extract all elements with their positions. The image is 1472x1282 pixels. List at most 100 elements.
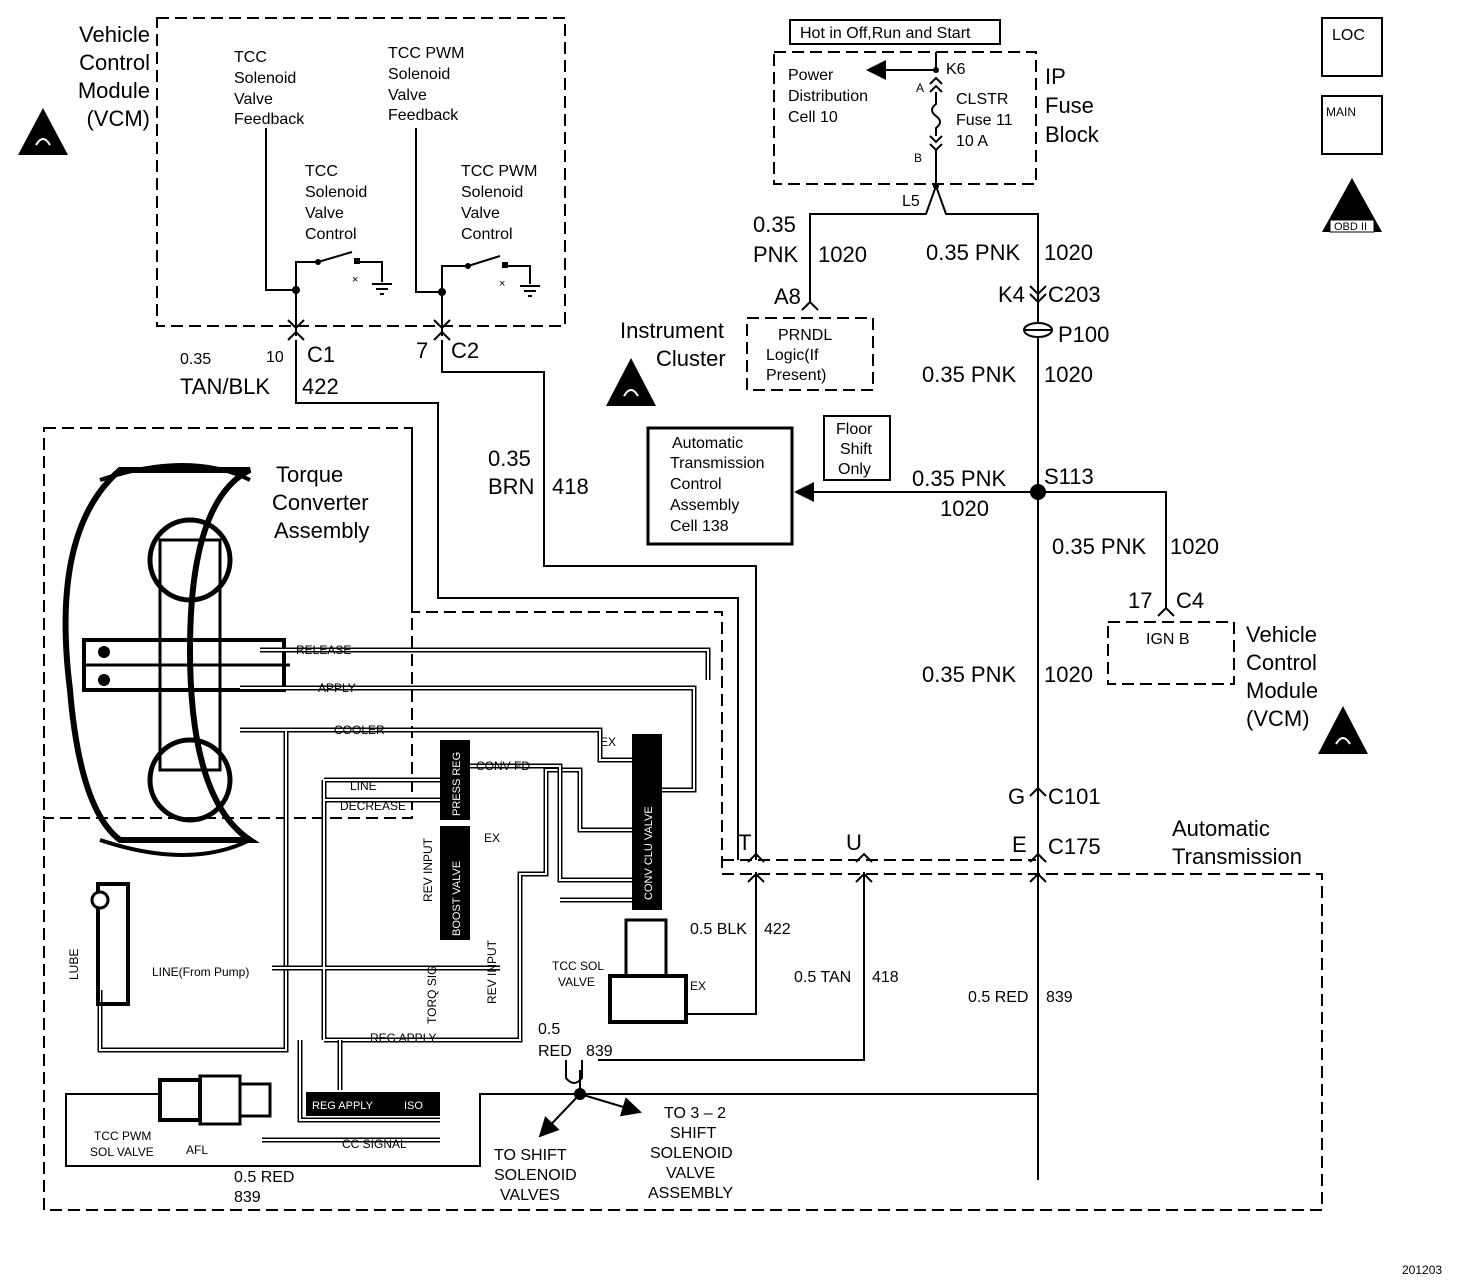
svg-text:Control: Control	[79, 50, 150, 75]
cooler-passage-label: COOLER	[334, 723, 385, 737]
svg-text:T: T	[738, 830, 751, 855]
reg-apply-valve: REG APPLY ISO	[306, 1092, 440, 1116]
svg-text:REV INPUT: REV INPUT	[421, 837, 435, 902]
svg-text:CLSTR: CLSTR	[956, 91, 1008, 108]
floor-shift-box	[823, 415, 891, 481]
hot-label-box	[789, 19, 1001, 45]
svg-text:Solenoid: Solenoid	[461, 184, 523, 201]
svg-text:Floor: Floor	[836, 421, 873, 438]
svg-text:Logic(If: Logic(If	[766, 347, 819, 364]
tcc-sol-valve	[608, 918, 688, 1024]
svg-text:PRESS REG: PRESS REG	[451, 752, 463, 816]
k4-wire: 0.35 PNK	[926, 240, 1020, 265]
tcc-pwm-switch-circuit: ×	[415, 128, 540, 297]
svg-text:CONV CLU VALVE: CONV CLU VALVE	[643, 806, 655, 900]
lube-label: LUBE	[67, 949, 81, 980]
svg-text:Module: Module	[1246, 678, 1318, 703]
release-passage-label: RELEASE	[296, 643, 351, 657]
obd-ii-icon: OBD II	[1322, 178, 1382, 233]
svg-text:Module: Module	[78, 78, 150, 103]
svg-text:U: U	[846, 830, 862, 855]
svg-text:Fuse 11: Fuse 11	[956, 112, 1013, 129]
svg-text:0.5 RED: 0.5 RED	[234, 1169, 294, 1186]
floor-shift-label: Floor Shift Only	[836, 421, 873, 478]
svg-text:Distribution: Distribution	[788, 88, 868, 105]
tcc-feedback-label: TCC Solenoid Valve Feedback	[234, 49, 305, 128]
tcc-pwm-sol-valve	[158, 1074, 272, 1126]
p100-grommet-icon	[1023, 322, 1053, 338]
svg-text:Feedback: Feedback	[388, 107, 459, 124]
svg-text:Solenoid: Solenoid	[234, 70, 296, 87]
atca-box	[646, 426, 794, 546]
esd-warning-icon	[1318, 706, 1368, 754]
pdc-label: Power Distribution Cell 10	[788, 67, 868, 126]
c2-connector: C2	[451, 338, 479, 363]
tcc-switch-circuit: ×	[265, 128, 392, 295]
instrument-cluster-title: Instrument Cluster	[620, 318, 726, 371]
loc-icon	[1321, 17, 1383, 77]
svg-text:VALVES: VALVES	[500, 1187, 560, 1204]
svg-text:G: G	[1008, 784, 1025, 809]
svg-text:839: 839	[586, 1043, 613, 1060]
svg-text:C101: C101	[1048, 784, 1101, 809]
svg-text:Transmission: Transmission	[1172, 844, 1302, 869]
svg-text:EX: EX	[690, 979, 706, 993]
svg-text:Block: Block	[1045, 122, 1100, 147]
svg-text:DECREASE: DECREASE	[340, 799, 406, 813]
svg-text:0.35 PNK: 0.35 PNK	[912, 466, 1006, 491]
svg-text:C4: C4	[1176, 588, 1204, 613]
svg-text:E: E	[1012, 832, 1027, 857]
svg-text:0.5: 0.5	[538, 1021, 560, 1038]
a8-circuit: 1020	[818, 242, 867, 267]
svg-text:VALVE: VALVE	[558, 975, 595, 989]
to-shift-solenoid-label: TO SHIFT SOLENOID VALVES	[494, 1147, 577, 1204]
svg-text:SHIFT: SHIFT	[670, 1125, 716, 1142]
prndl-box	[746, 317, 874, 391]
ign-b-box	[1107, 621, 1235, 685]
svg-text:SOL VALVE: SOL VALVE	[90, 1145, 154, 1159]
vcm-top-title: Vehicle Control Module (VCM)	[78, 22, 150, 131]
svg-text:Vehicle: Vehicle	[79, 22, 150, 47]
svg-text:S113: S113	[1044, 464, 1094, 489]
svg-text:IP: IP	[1045, 64, 1066, 89]
svg-text:TCC: TCC	[305, 163, 338, 180]
torque-converter-drawing	[62, 463, 290, 857]
c1-connector: C1	[307, 342, 335, 367]
svg-text:×: ×	[499, 278, 505, 290]
svg-text:(VCM): (VCM)	[1246, 706, 1310, 731]
svg-text:Cell 138: Cell 138	[670, 518, 729, 535]
svg-text:Transmission: Transmission	[670, 455, 765, 472]
tcc-pwm-feedback-label: TCC PWM Solenoid Valve Feedback	[388, 45, 464, 124]
svg-text:LINE: LINE	[350, 779, 377, 793]
k4-circuit: 1020	[1044, 240, 1093, 265]
svg-text:Control: Control	[1246, 650, 1317, 675]
svg-text:EX: EX	[600, 735, 616, 749]
fuse-11-symbol	[929, 76, 943, 186]
a8-pin: A8	[774, 284, 801, 309]
c1-wire-size: 0.35	[180, 351, 211, 368]
a8-wire-color: PNK	[753, 242, 799, 267]
cc-signal-label: CC SIGNAL	[342, 1137, 407, 1151]
svg-text:TCC SOL: TCC SOL	[552, 959, 604, 973]
svg-text:TCC: TCC	[234, 49, 267, 66]
c2-pin: 7	[416, 338, 428, 363]
apply-passage-label: APPLY	[318, 681, 356, 695]
svg-text:REV INPUT: REV INPUT	[485, 939, 499, 1004]
svg-text:ASSEMBLY: ASSEMBLY	[648, 1185, 733, 1202]
svg-text:0.35 PNK: 0.35 PNK	[922, 662, 1016, 687]
svg-text:OBD II: OBD II	[1334, 221, 1367, 233]
hot-label: Hot in Off,Run and Start	[800, 25, 971, 42]
esd-warning-icon	[606, 358, 656, 406]
svg-text:TO 3 – 2: TO 3 – 2	[664, 1105, 726, 1122]
boost-valve: BOOST VALVE	[440, 826, 470, 940]
fuse-label: CLSTR Fuse 11 10 A	[956, 91, 1013, 150]
prndl-label: PRNDL Logic(If Present)	[766, 327, 832, 384]
svg-text:K6: K6	[946, 61, 966, 78]
brn-wire-size: 0.35	[488, 446, 531, 471]
brn-wire-color: BRN	[488, 474, 534, 499]
automatic-transmission-box	[43, 428, 1323, 1211]
svg-text:Cluster: Cluster	[656, 346, 726, 371]
svg-text:0.5 BLK: 0.5 BLK	[690, 921, 747, 938]
svg-text:Instrument: Instrument	[620, 318, 724, 343]
